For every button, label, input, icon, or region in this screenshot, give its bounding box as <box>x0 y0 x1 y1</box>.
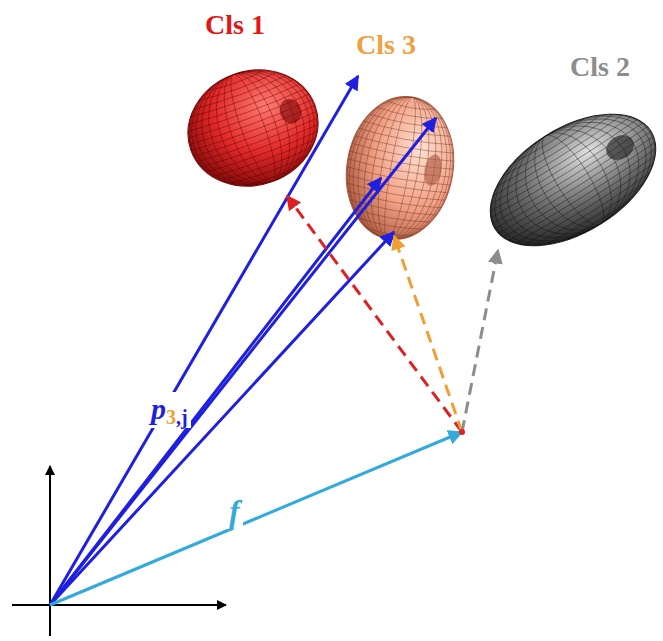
feature-point <box>459 429 465 435</box>
class-ellipsoid: Cls 2 <box>478 52 658 247</box>
distance-arrow <box>394 236 462 432</box>
subscript-text: ,j <box>176 406 188 428</box>
prototype-vector <box>50 76 358 605</box>
prototype-vector <box>50 232 394 605</box>
distance-arrow <box>462 250 498 432</box>
class-label: Cls 2 <box>570 52 630 83</box>
distance-arrow <box>287 196 462 432</box>
ellipsoid-shape <box>478 52 658 247</box>
x-axis <box>12 604 226 606</box>
subscript-text: 3 <box>166 406 176 428</box>
class-label: Cls 3 <box>356 30 416 61</box>
class-ellipsoid: Cls 3 <box>338 30 468 245</box>
vector-symbol: p <box>151 392 166 425</box>
feature-vector <box>50 432 462 605</box>
vector-symbol: f <box>229 493 240 529</box>
vector-label: p3,j <box>148 392 191 428</box>
class-ellipsoid: Cls 1 <box>175 8 335 198</box>
vector-label: f <box>226 494 243 529</box>
y-axis <box>49 466 51 636</box>
prototype-vector <box>50 118 436 605</box>
ellipsoid-shape <box>338 30 468 245</box>
prototype-vector <box>50 178 381 605</box>
class-label: Cls 1 <box>205 10 265 41</box>
